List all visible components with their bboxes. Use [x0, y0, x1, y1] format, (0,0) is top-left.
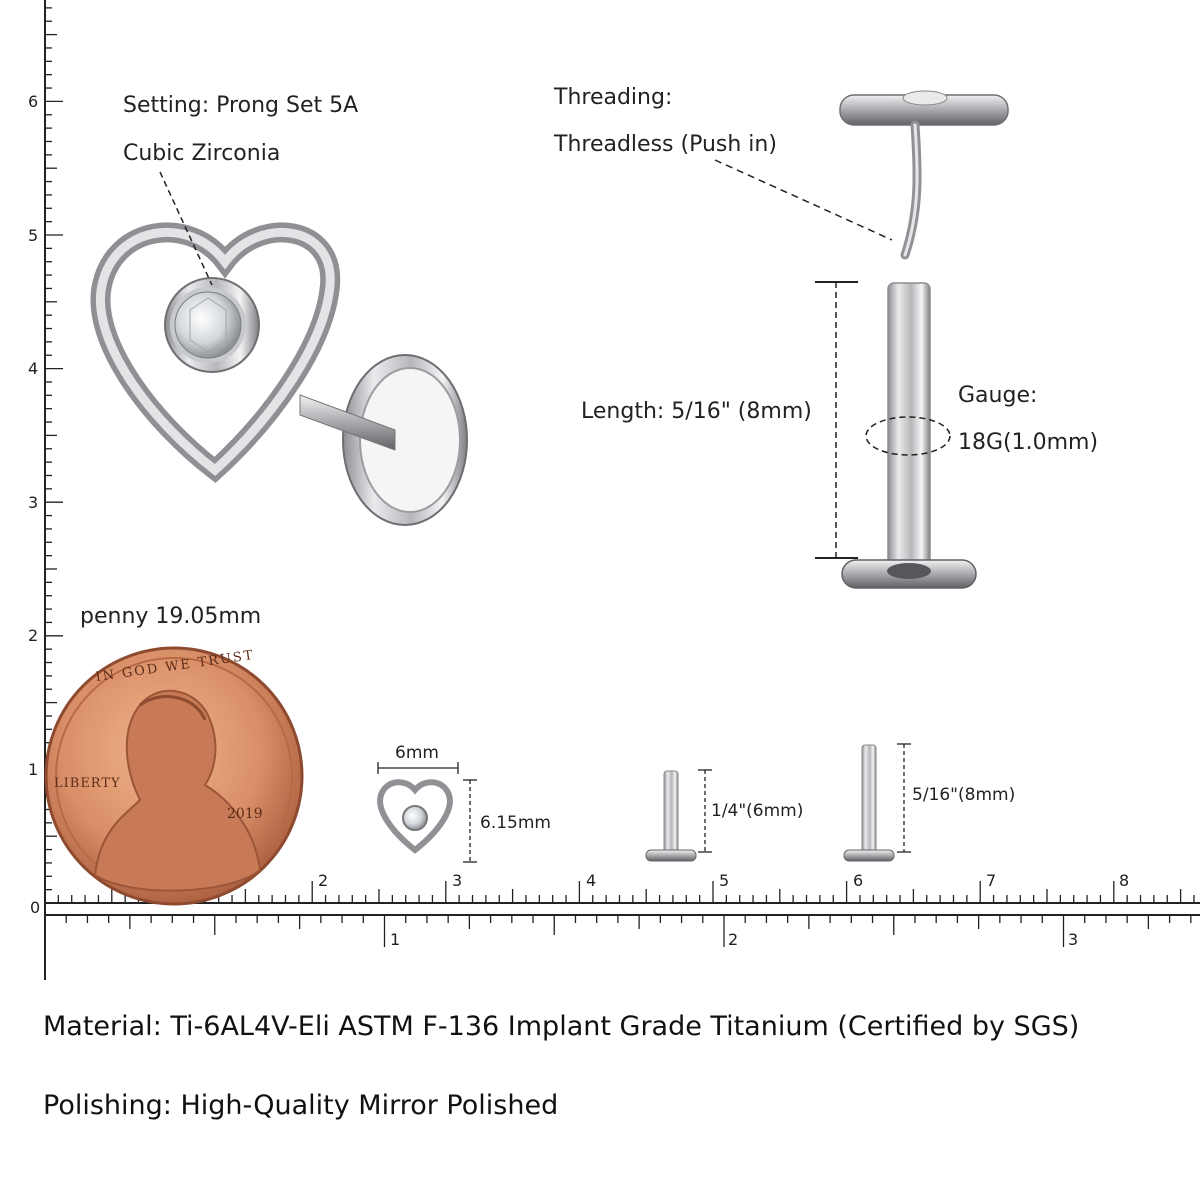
penny: [44, 646, 304, 906]
mm-ruler-label: 8: [1119, 871, 1130, 890]
stone-label: Cubic Zirconia: [123, 141, 281, 166]
heart-height-label: 6.15mm: [480, 813, 551, 833]
threadless-top: [839, 90, 1009, 260]
post-short: [645, 769, 712, 862]
material-text: Material: Ti-6AL4V-Eli ASTM F-136 Implan…: [43, 1011, 1080, 1042]
left-ruler-label-1: 1: [28, 760, 39, 779]
threading-title: Threading:: [554, 85, 673, 110]
mm-ruler-label: 2: [318, 871, 329, 890]
threading-value: Threadless (Push in): [554, 132, 777, 157]
mm-ruler-label: 7: [986, 871, 997, 890]
left-ruler-label-4: 4: [28, 359, 39, 378]
penny-liberty: LIBERTY: [54, 776, 121, 791]
labret-post-large: [841, 282, 977, 589]
polishing-text: Polishing: High-Quality Mirror Polished: [43, 1090, 559, 1121]
heart-earring-large: [90, 222, 468, 526]
heart-small: [377, 779, 453, 854]
mm-ruler-label: 6: [853, 871, 864, 890]
inch-ruler-label: 3: [1068, 930, 1079, 949]
inch-ruler: [44, 914, 1200, 947]
penny-label: penny 19.05mm: [80, 604, 262, 629]
left-ruler-label-0: 0: [30, 898, 41, 917]
gauge-title: Gauge:: [958, 383, 1038, 408]
mm-ruler: [44, 881, 1200, 904]
mm-ruler-label: 5: [719, 871, 730, 890]
post-long: [843, 743, 911, 862]
left-ruler-label-3: 3: [28, 493, 39, 512]
length-label: Length: 5/16" (8mm): [581, 399, 812, 424]
penny-year: 2019: [227, 806, 263, 822]
post-long-label: 5/16"(8mm): [912, 785, 1016, 805]
left-ruler-label-6: 6: [28, 92, 39, 111]
left-ruler-label-5: 5: [28, 226, 39, 245]
mm-ruler-label: 3: [452, 871, 463, 890]
inch-ruler-label: 2: [728, 930, 739, 949]
mm-ruler-label: 4: [586, 871, 597, 890]
gauge-ring: [865, 416, 951, 456]
length-dimension: [815, 281, 858, 559]
inch-ruler-label: 1: [390, 930, 401, 949]
left-ruler-label-2: 2: [28, 626, 39, 645]
post-short-label: 1/4"(6mm): [711, 801, 804, 821]
setting-label: Setting: Prong Set 5A: [123, 93, 359, 118]
heart-small-dims: [377, 762, 477, 863]
gauge-value: 18G(1.0mm): [958, 430, 1099, 455]
heart-width-label: 6mm: [395, 743, 439, 763]
